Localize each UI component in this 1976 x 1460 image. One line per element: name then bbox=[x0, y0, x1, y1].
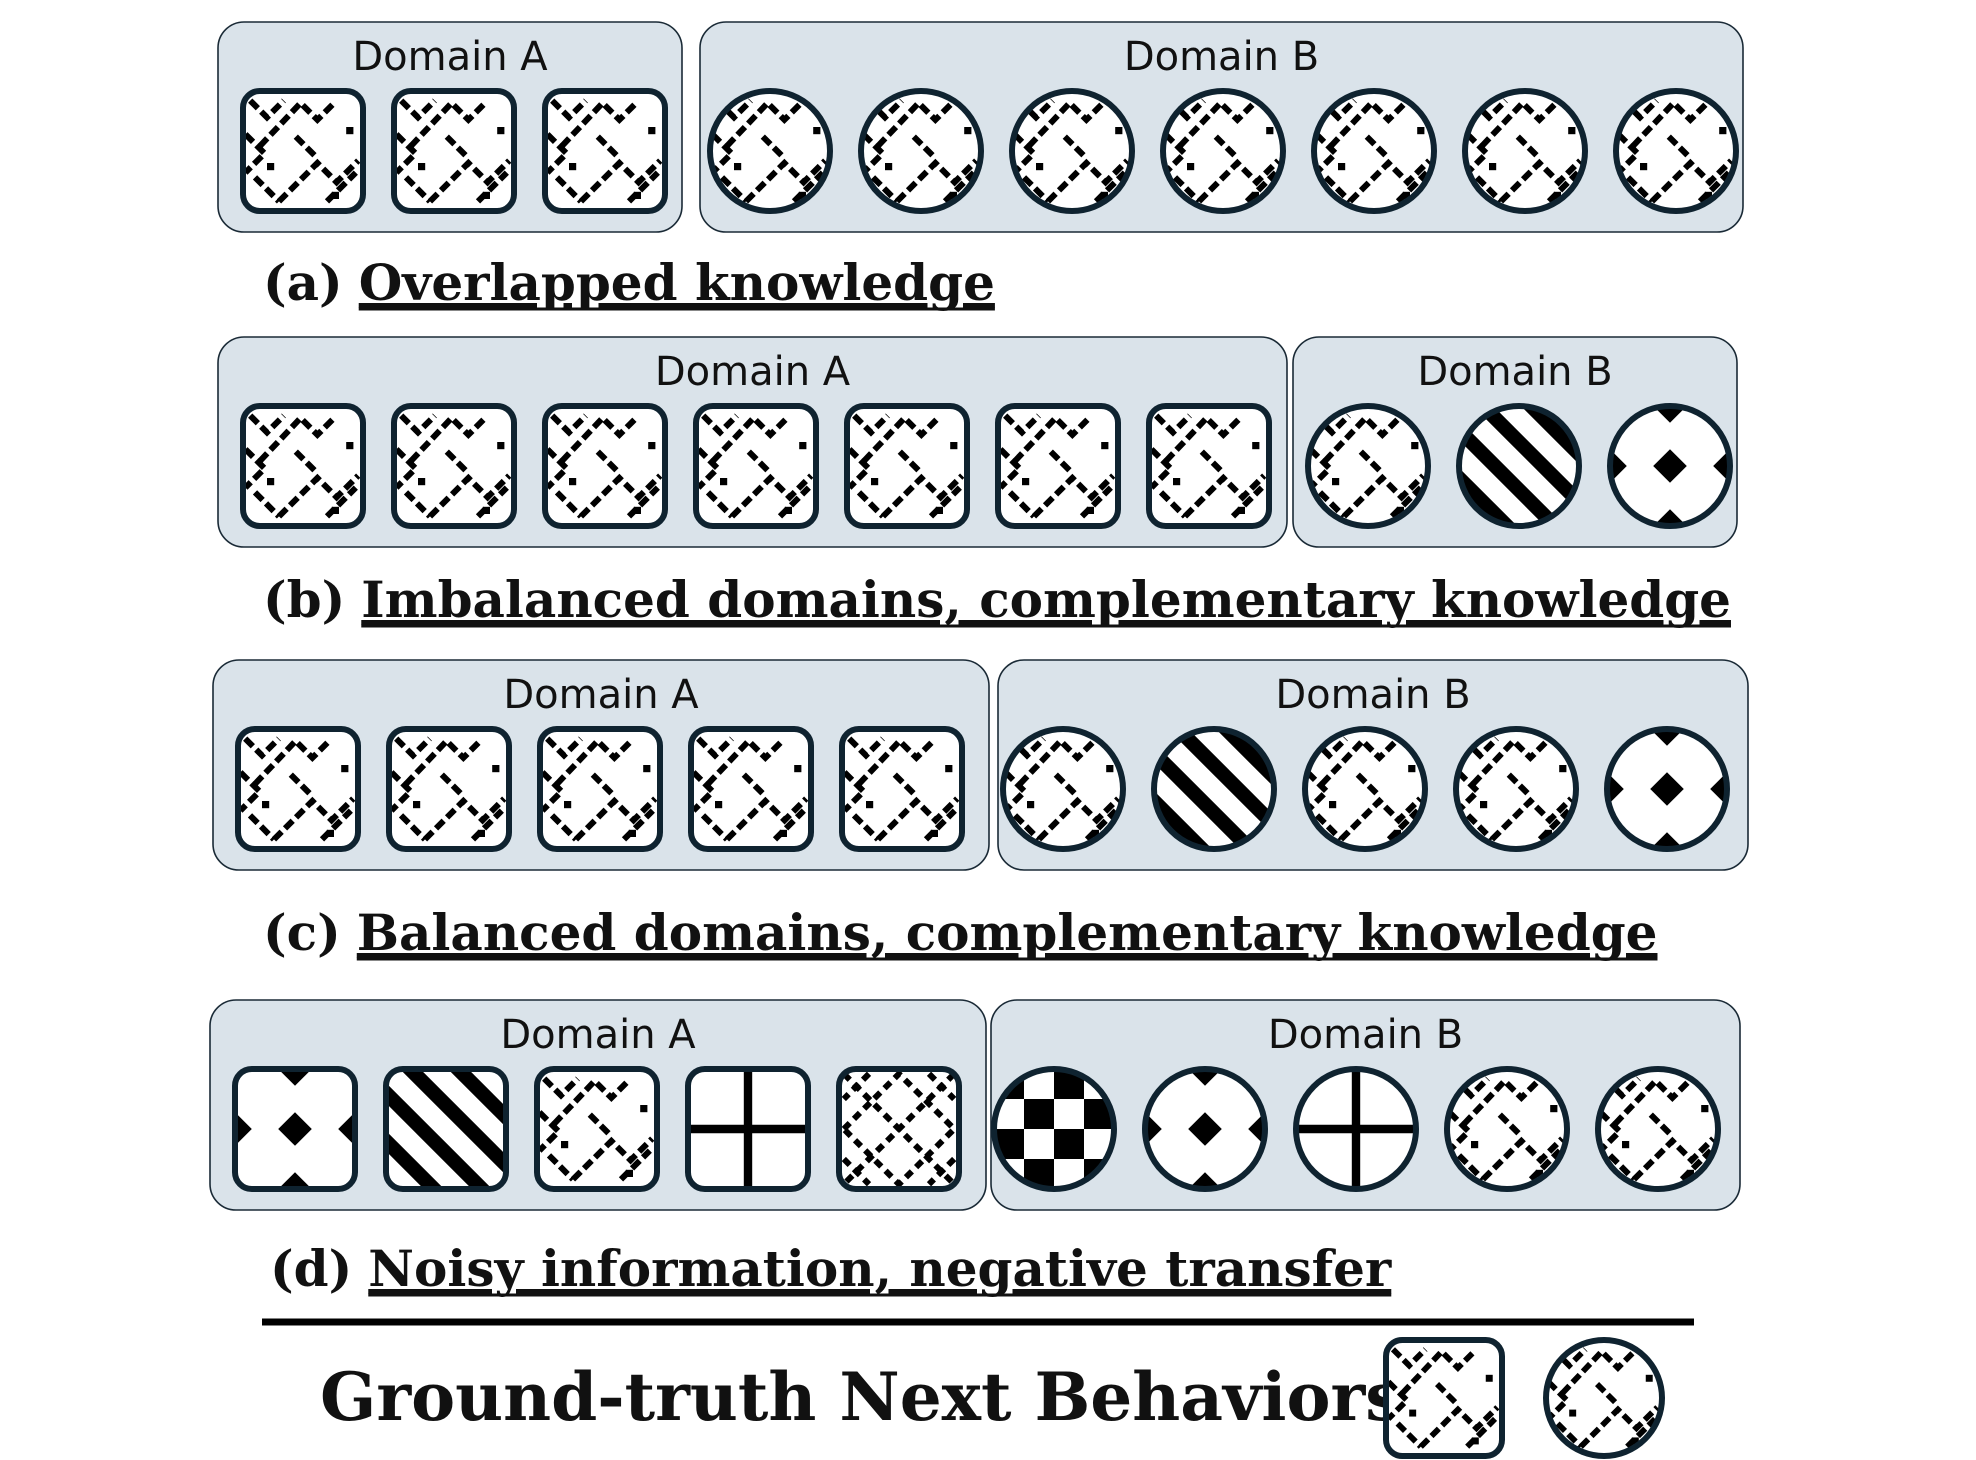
behavior-circle-sparse-diagonal bbox=[1305, 403, 1431, 529]
behavior-square-sparse-diagonal bbox=[240, 88, 366, 214]
behavior-circle-sparse-diagonal bbox=[1613, 88, 1739, 214]
behavior-square-sparse-diagonal bbox=[391, 88, 517, 214]
behavior-square-diagonal-stripes bbox=[383, 1066, 509, 1192]
behavior-circle-diamond-dots bbox=[1607, 403, 1733, 529]
caption-prefix: (d) bbox=[270, 1239, 352, 1298]
scenario-row-c: Domain A Domain B (c) Balanced domains, com… bbox=[212, 659, 1749, 962]
behavior-square-sparse-diagonal bbox=[542, 403, 668, 529]
caption-d: (d) Noisy information, negative transfer bbox=[270, 1239, 1392, 1298]
domain-label: Domain A bbox=[500, 1012, 696, 1058]
behavior-square-sparse-diagonal bbox=[240, 403, 366, 529]
domain-label: Domain A bbox=[503, 672, 699, 718]
caption-text: Noisy information, negative transfer bbox=[368, 1239, 1392, 1298]
behavior-square-sparse-diagonal bbox=[391, 403, 517, 529]
caption-prefix: (b) bbox=[263, 570, 345, 629]
caption-prefix: (a) bbox=[263, 253, 343, 312]
ground-truth-circle-icon bbox=[1543, 1337, 1665, 1459]
scenario-row-a: Domain A Domain B (a) Overlapped knowledge bbox=[217, 21, 1744, 312]
domain-panel-b: Domain B bbox=[1292, 336, 1738, 548]
domain-panel-a: Domain A bbox=[212, 659, 990, 871]
domain-panel-a: Domain A bbox=[217, 336, 1288, 548]
caption-a: (a) Overlapped knowledge bbox=[263, 253, 995, 312]
behavior-square-diamond-dots bbox=[232, 1066, 358, 1192]
caption-b: (b) Imbalanced domains, complementary kno… bbox=[263, 570, 1731, 629]
behavior-square-sparse-diagonal bbox=[534, 1066, 660, 1192]
domain-label: Domain B bbox=[1124, 34, 1319, 80]
behavior-circle-sparse-diagonal bbox=[707, 88, 833, 214]
behavior-circle-sparse-diagonal bbox=[1302, 726, 1428, 852]
behavior-square-sparse-diagonal bbox=[235, 726, 361, 852]
caption-text: Imbalanced domains, complementary knowle… bbox=[361, 570, 1731, 629]
domain-panel-b: Domain B bbox=[990, 999, 1741, 1211]
behavior-circle-sparse-diagonal bbox=[1462, 88, 1588, 214]
domain-panel-a: Domain A bbox=[209, 999, 987, 1211]
behavior-square-grid-cross bbox=[685, 1066, 811, 1192]
caption-prefix: (c) bbox=[263, 903, 341, 962]
behavior-circle-sparse-diagonal bbox=[1009, 88, 1135, 214]
behavior-square-sparse-diagonal bbox=[542, 88, 668, 214]
behavior-circle-sparse-diagonal bbox=[858, 88, 984, 214]
behavior-circle-sparse-diagonal bbox=[1160, 88, 1286, 214]
behavior-circle-sparse-diagonal bbox=[1595, 1066, 1721, 1192]
domain-label: Domain B bbox=[1275, 672, 1470, 718]
behavior-circle-sparse-diagonal bbox=[1311, 88, 1437, 214]
behavior-square-sparse-x bbox=[836, 1066, 962, 1192]
domain-panel-b: Domain B bbox=[997, 659, 1749, 871]
domain-label: Domain A bbox=[655, 349, 851, 395]
ground-truth-legend: Ground-truth Next Behaviors: bbox=[320, 1337, 1665, 1459]
behavior-square-sparse-diagonal bbox=[844, 403, 970, 529]
caption-c: (c) Balanced domains, complementary knowl… bbox=[263, 903, 1658, 962]
behavior-circle-diamond-dots bbox=[1604, 726, 1730, 852]
behavior-square-sparse-diagonal bbox=[386, 726, 512, 852]
behavior-square-sparse-diagonal bbox=[688, 726, 814, 852]
caption-text: Balanced domains, complementary knowledg… bbox=[357, 903, 1658, 962]
behavior-square-sparse-diagonal bbox=[537, 726, 663, 852]
domain-label: Domain A bbox=[352, 34, 548, 80]
ground-truth-label: Ground-truth Next Behaviors: bbox=[320, 1358, 1427, 1436]
behavior-circle-checkerboard bbox=[991, 1066, 1117, 1192]
caption-text: Overlapped knowledge bbox=[359, 253, 995, 312]
behavior-circle-diagonal-stripes bbox=[1151, 726, 1277, 852]
behavior-square-sparse-diagonal bbox=[839, 726, 965, 852]
scenario-row-b: Domain A Domain B (b) Imbalanced domains, c… bbox=[217, 336, 1738, 629]
behavior-circle-diamond-dots bbox=[1142, 1066, 1268, 1192]
domain-panel-a: Domain A bbox=[217, 21, 683, 233]
domain-panel-b: Domain B bbox=[699, 21, 1744, 233]
behavior-circle-sparse-diagonal bbox=[1453, 726, 1579, 852]
scenario-row-d: Domain A Domain B (d) Noisy information, ne… bbox=[209, 999, 1741, 1298]
domain-label: Domain B bbox=[1268, 1012, 1463, 1058]
behavior-square-sparse-diagonal bbox=[1146, 403, 1272, 529]
domain-label: Domain B bbox=[1417, 349, 1612, 395]
behavior-circle-grid-cross bbox=[1293, 1066, 1419, 1192]
behavior-square-sparse-diagonal bbox=[693, 403, 819, 529]
behavior-circle-sparse-diagonal bbox=[1000, 726, 1126, 852]
behavior-circle-sparse-diagonal bbox=[1444, 1066, 1570, 1192]
behavior-circle-diagonal-stripes bbox=[1456, 403, 1582, 529]
ground-truth-square-icon bbox=[1383, 1337, 1505, 1459]
behavior-square-sparse-diagonal bbox=[995, 403, 1121, 529]
